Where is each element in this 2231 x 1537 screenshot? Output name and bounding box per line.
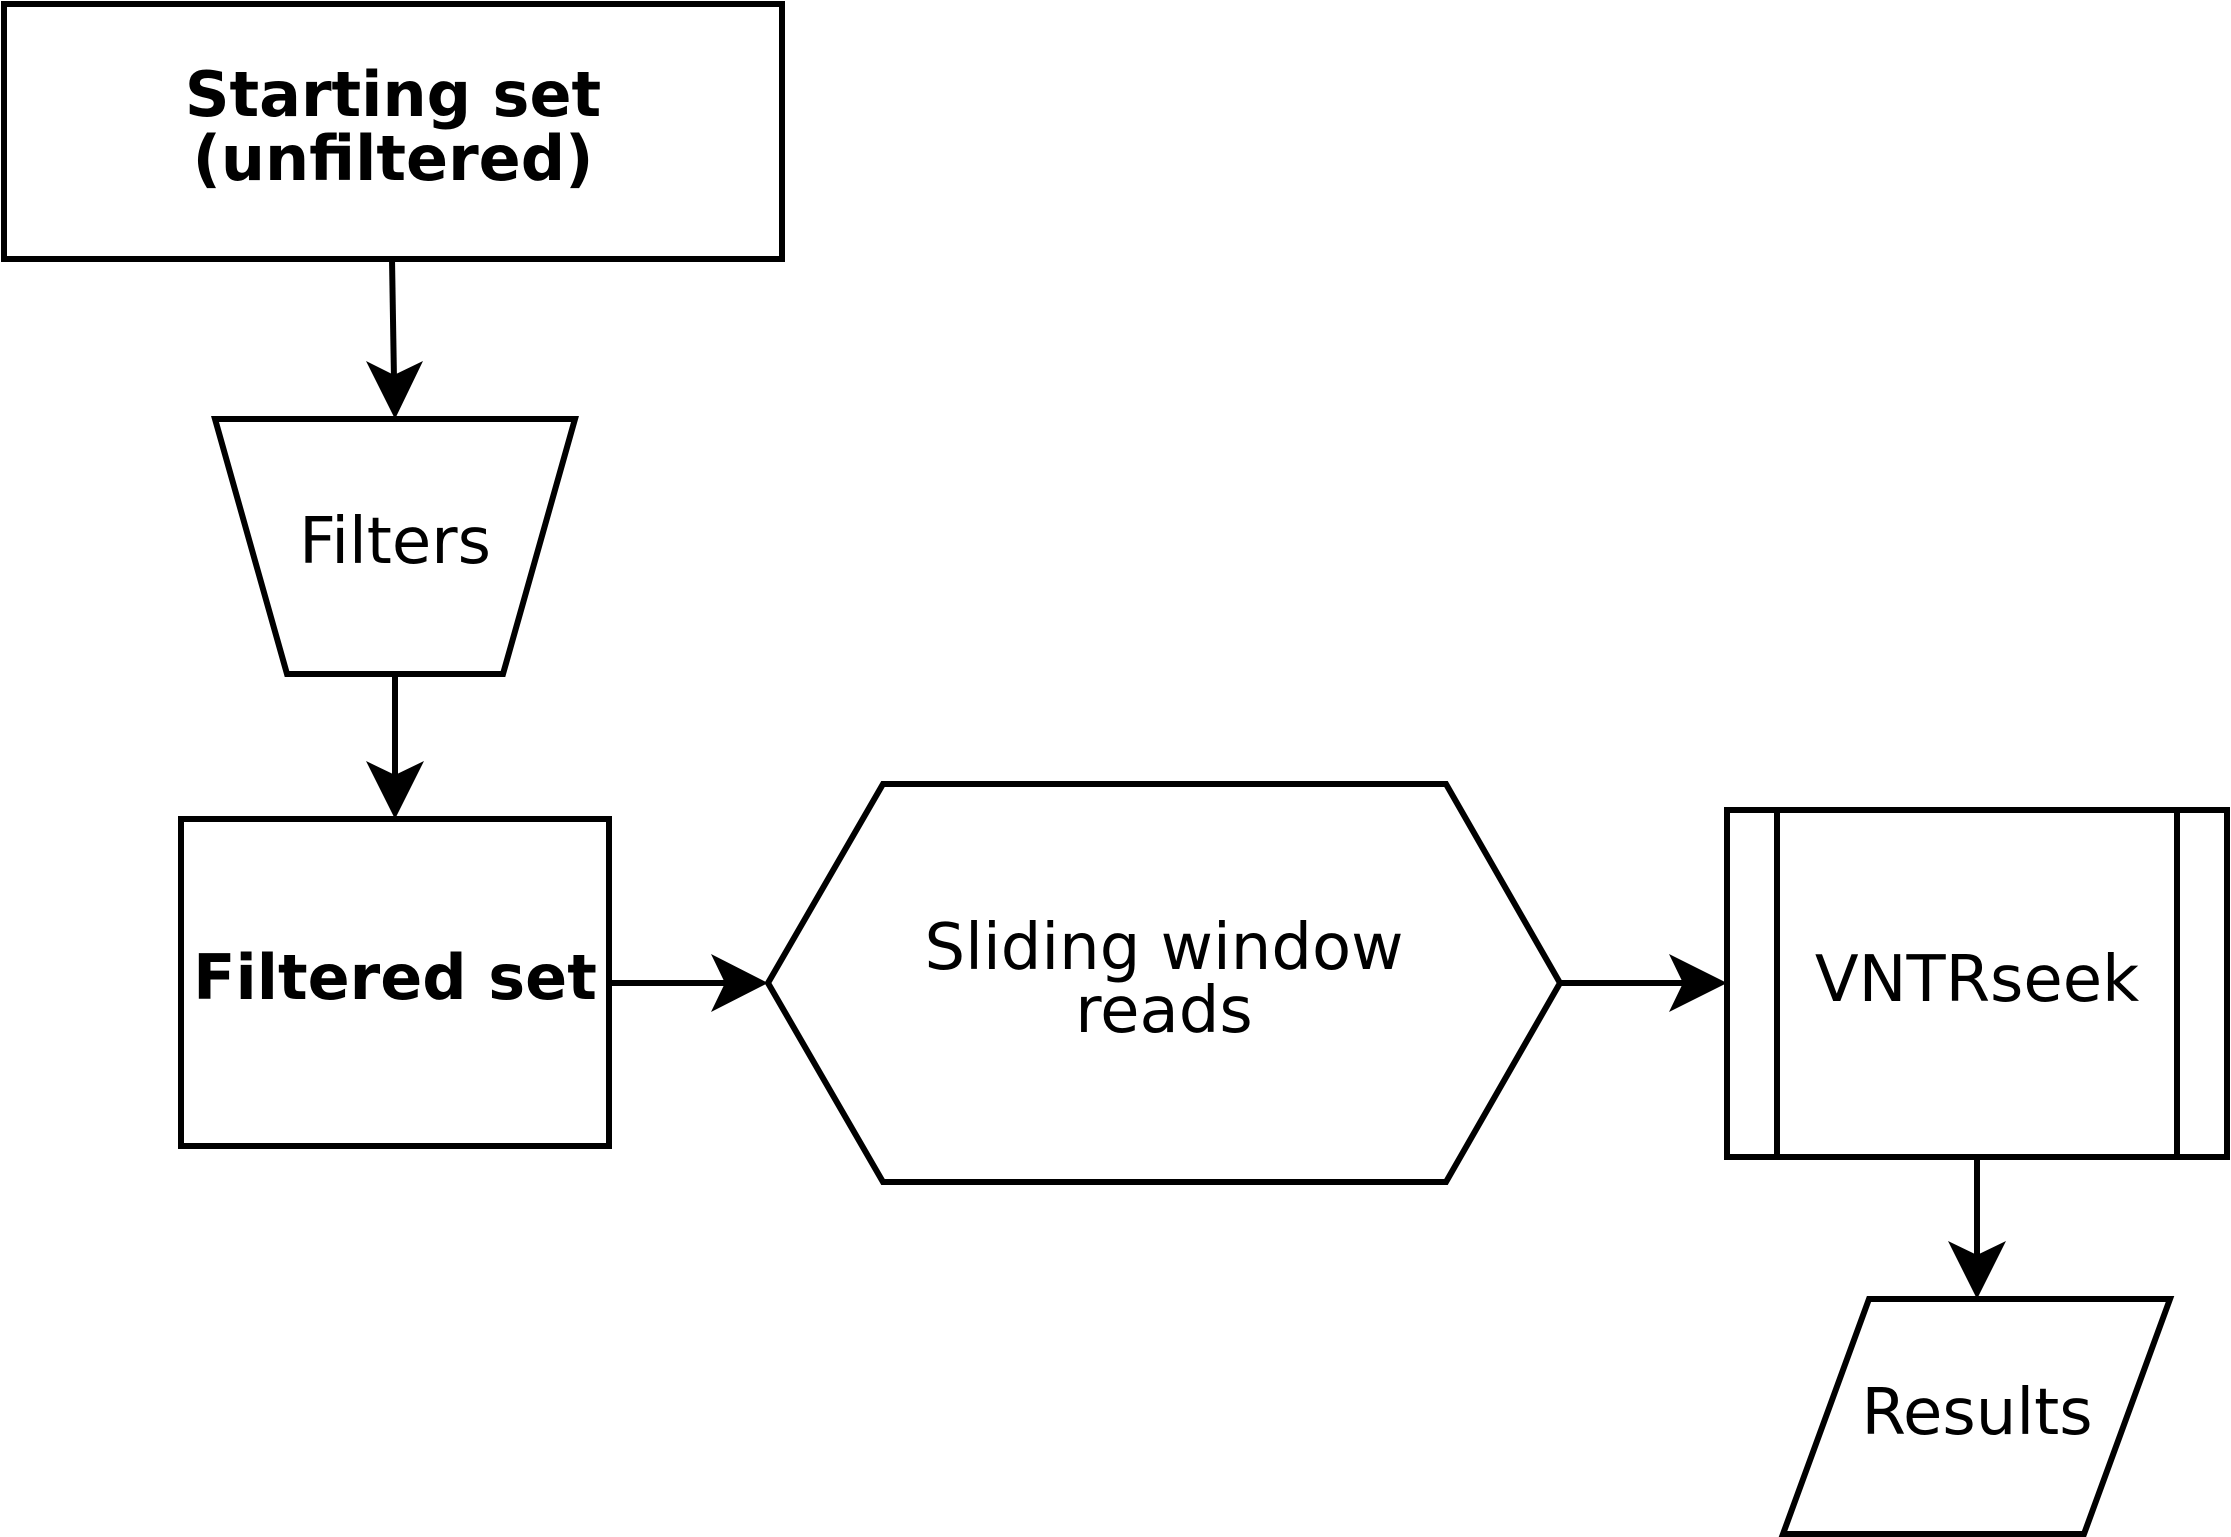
sliding-window-label-line1: Sliding window bbox=[925, 911, 1404, 985]
edge-sliding-to-vntrseek bbox=[1560, 954, 1727, 1012]
filters-label: Filters bbox=[299, 505, 491, 579]
arrowhead-icon bbox=[366, 761, 424, 819]
vntrseek-label: VNTRseek bbox=[1815, 943, 2139, 1017]
node-filtered-set: Filtered set bbox=[178, 816, 612, 1149]
node-vntrseek: VNTRseek bbox=[1724, 807, 2230, 1160]
arrowhead-icon bbox=[1948, 1241, 2006, 1299]
sliding-window-label-line2: reads bbox=[1075, 974, 1252, 1048]
edge-filtered-to-sliding bbox=[609, 954, 768, 1012]
arrowhead-icon bbox=[711, 954, 768, 1012]
node-filters: Filters bbox=[211, 416, 579, 677]
starting-set-label-line1: Starting set bbox=[185, 58, 601, 131]
edge-starting-to-filters bbox=[366, 258, 423, 419]
arrowhead-icon bbox=[1669, 954, 1727, 1012]
node-results: Results bbox=[1778, 1296, 2175, 1537]
edge-filters-to-filtered bbox=[366, 674, 424, 819]
edge-vntrseek-to-results bbox=[1948, 1157, 2006, 1299]
arrowhead-icon bbox=[366, 361, 423, 419]
starting-set-label-line2: (unfiltered) bbox=[193, 122, 594, 195]
node-starting-set: Starting set (unfiltered) bbox=[1, 1, 785, 262]
filtered-set-label: Filtered set bbox=[193, 941, 597, 1014]
results-label: Results bbox=[1861, 1376, 2092, 1450]
node-sliding-window-reads: Sliding window reads bbox=[764, 781, 1564, 1185]
